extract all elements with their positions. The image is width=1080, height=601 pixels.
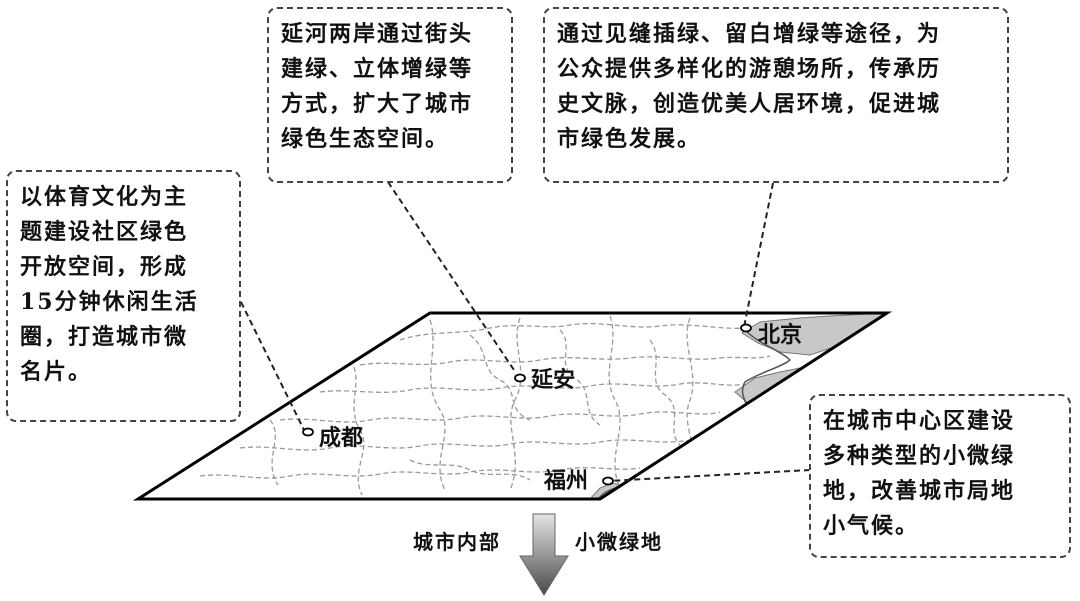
callout-line: 通过见缝插绿、留白增绿等途径，为 [557, 21, 942, 47]
connector-chengdu [240, 301, 305, 431]
callout-line: 建绿、立体增绿等 [281, 56, 474, 82]
callout-line: 多种类型的小微绿 [823, 443, 1016, 469]
callout-line: 在城市中心区建设 [823, 408, 1016, 434]
callout-chengdu: 以体育文化为主 题建设社区绿色 开放空间，形成 15分钟休闲生活 圈，打造城市微… [6, 170, 241, 422]
callout-line: 地，改善城市局地 [823, 478, 1016, 504]
callout-line: 开放空间，形成 [20, 254, 189, 280]
callout-yanan: 延河两岸通过街头 建绿、立体增绿等 方式，扩大了城市 绿色生态空间。 [267, 7, 513, 183]
callout-beijing: 通过见缝插绿、留白增绿等途径，为 公众提供多样化的游憩场所，传承历 史文脉，创造… [543, 7, 1009, 183]
callout-line: 延河两岸通过街头 [281, 21, 474, 47]
arrow-left-label: 城市内部 [413, 530, 501, 554]
callout-line: 题建设社区绿色 [20, 219, 189, 245]
connector-beijing [743, 182, 774, 328]
down-arrow-icon [519, 513, 569, 596]
connector-fuzhou [607, 469, 811, 482]
map-frame [132, 311, 893, 501]
connector-yanan [387, 181, 517, 374]
callout-line: 以体育文化为主 [20, 184, 189, 210]
callout-line: 公众提供多样化的游憩场所，传承历 [557, 56, 942, 82]
city-label-fuzhou: 福州 [544, 469, 589, 494]
city-marker-beijing [740, 323, 752, 333]
city-label-beijing: 北京 [758, 323, 803, 348]
callout-line: 名片。 [20, 359, 93, 385]
city-label-chengdu: 成都 [319, 426, 364, 451]
callout-line: 绿色生态空间。 [281, 126, 450, 152]
callout-line: 15分钟休闲生活 [20, 289, 199, 315]
city-marker-fuzhou [602, 476, 614, 486]
callout-line: 市绿色发展。 [557, 126, 702, 152]
callout-line: 圈，打造城市微 [20, 324, 189, 350]
city-label-yanan: 延安 [531, 368, 576, 393]
callout-line: 史文脉，创造优美人居环境，促进城 [557, 91, 942, 117]
city-marker-yanan [514, 373, 526, 383]
arrow-right-label: 小微绿地 [575, 530, 663, 554]
connectors [240, 181, 811, 482]
callout-line: 小气候。 [823, 513, 920, 539]
province-borders [199, 315, 771, 496]
callout-fuzhou: 在城市中心区建设 多种类型的小微绿 地，改善城市局地 小气候。 [809, 394, 1071, 558]
city-marker-chengdu [302, 427, 314, 437]
callout-line: 方式，扩大了城市 [281, 91, 474, 117]
